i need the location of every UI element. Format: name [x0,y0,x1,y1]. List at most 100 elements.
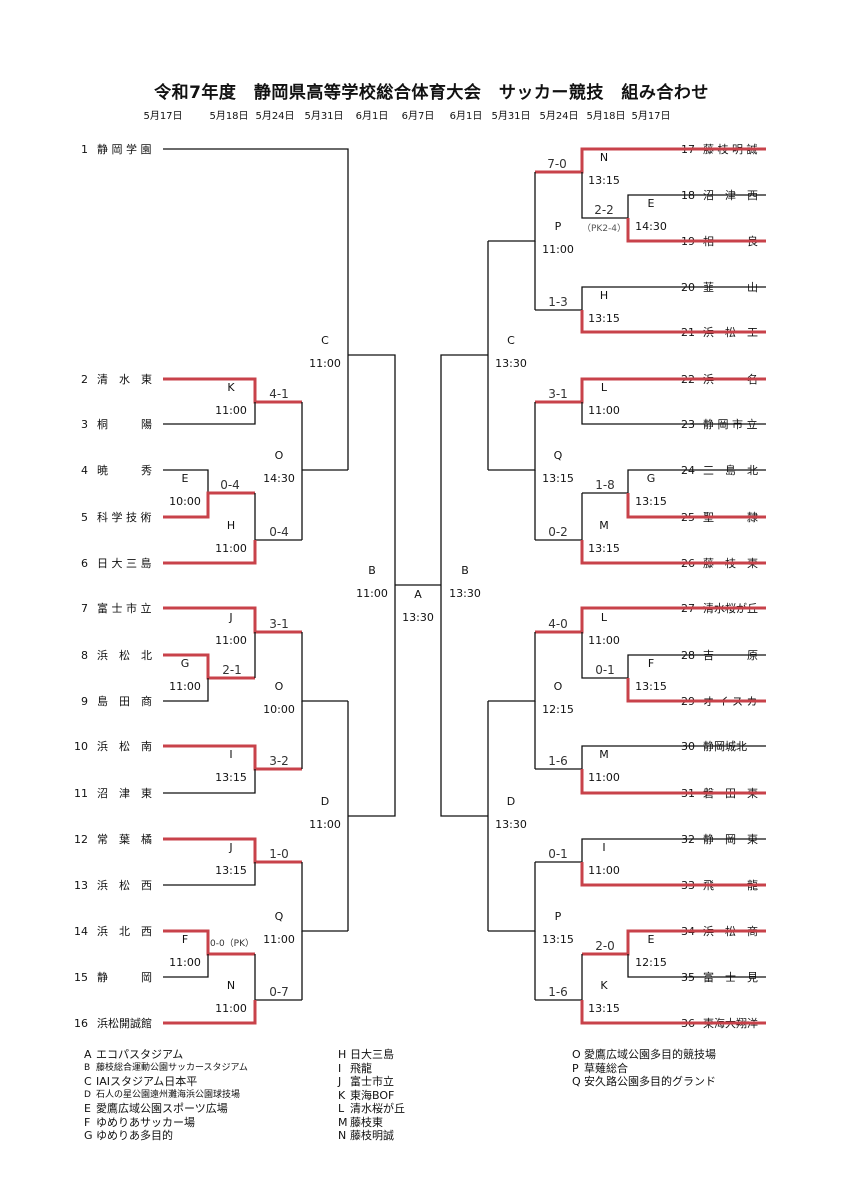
winner-path [163,540,257,565]
match-venue: F [182,933,188,946]
match-score: 2-1 [222,663,242,677]
winner-path [163,653,255,680]
winner-path [535,606,766,634]
team-name: 日 大 三 島 [97,556,152,570]
team-name: 浜 松 西 [97,878,152,892]
legend-key: P [572,1061,579,1075]
bracket-line [627,654,766,678]
legend-venue-name: 飛龍 [350,1061,372,1075]
legend-venue-name: ゆめりあ多目的 [96,1129,173,1142]
match-score: 0-0（PK） [210,938,254,949]
legend-key: E [84,1102,91,1115]
bracket-line [535,286,766,311]
winner-path [580,540,766,565]
match-venue: A [414,588,422,601]
team-number: 3 [81,418,88,431]
winner-path [535,377,766,404]
winner-path [535,147,766,174]
match-time: 13:15 [588,542,620,555]
winner-path [580,862,766,887]
match-time: 11:00 [169,956,201,969]
match-venue: F [648,657,654,670]
match-venue: N [227,979,235,992]
winner-path [582,929,766,956]
match-time: 11:00 [542,243,574,256]
match-time: 14:30 [635,220,667,233]
bracket-line [348,585,396,817]
match-score: 0-7 [269,985,289,999]
bracket-line [488,632,536,702]
team-number: 14 [74,925,88,938]
bracket-line [163,402,256,425]
bracket-line [488,402,536,471]
team-name: 浜 松 南 [97,739,152,753]
winner-path [626,493,766,519]
team-number: 12 [74,833,88,846]
winner-path [626,218,766,243]
match-venue: J [228,841,232,854]
match-time: 11:00 [588,634,620,647]
match-score: 0-4 [220,478,240,492]
legend-venue-name: 日大三島 [350,1048,394,1061]
legend-venue-name: 清水桜が丘 [350,1102,405,1115]
pk-note: （PK2-4） [582,223,626,234]
match-score: 1-8 [595,478,615,492]
match-venue: H [600,289,608,302]
round-date: 5月31日 [304,111,344,122]
match-venue: I [602,841,605,854]
team-number: 10 [74,740,88,753]
match-time: 11:00 [215,1002,247,1015]
legend-key: I [338,1061,342,1075]
winner-path [163,837,302,864]
round-date: 5月24日 [255,111,295,122]
match-score: 3-1 [269,617,289,631]
match-time: 13:30 [402,611,434,624]
match-venue: E [648,933,655,946]
bracket-line [582,469,766,494]
match-venue: C [507,334,515,347]
page-title: 令和7年度 静岡県高等学校総合体育大会 サッカー競技 組み合わせ [154,83,709,103]
round-date: 6月1日 [355,111,389,122]
match-time: 11:00 [309,357,341,370]
match-time: 13:15 [588,174,620,187]
match-time: 13:15 [215,864,247,877]
team-number: 6 [81,557,88,570]
match-time: 11:00 [215,634,247,647]
match-venue: I [229,748,232,761]
team-name: 浜 北 西 [97,925,152,938]
match-venue: Q [275,910,284,923]
match-venue: N [600,151,608,164]
bracket-line [301,862,348,932]
match-time: 13:15 [542,472,574,485]
match-time: 11:00 [215,404,247,417]
match-time: 13:15 [588,1002,620,1015]
legend-venue-name: 藤枝明誠 [350,1129,394,1142]
bracket-line [163,862,256,886]
bracket-line [163,678,209,702]
match-venue: K [227,381,235,394]
match-time: 11:00 [263,933,295,946]
match-time: 13:15 [635,680,667,693]
bracket-line [627,194,766,218]
team-name: 暁 秀 [97,464,152,477]
team-name: 浜 松 北 [97,648,152,662]
match-venue: H [227,519,235,532]
team-name: 清 水 東 [97,373,152,386]
match-venue: E [648,197,655,210]
round-date: 6月1日 [449,111,483,122]
winner-path [163,377,302,404]
legend-key: A [84,1048,92,1061]
winner-path [163,491,255,519]
match-venue: B [368,564,376,577]
match-venue: G [647,472,656,485]
team-name: 科 学 技 術 [97,510,152,524]
